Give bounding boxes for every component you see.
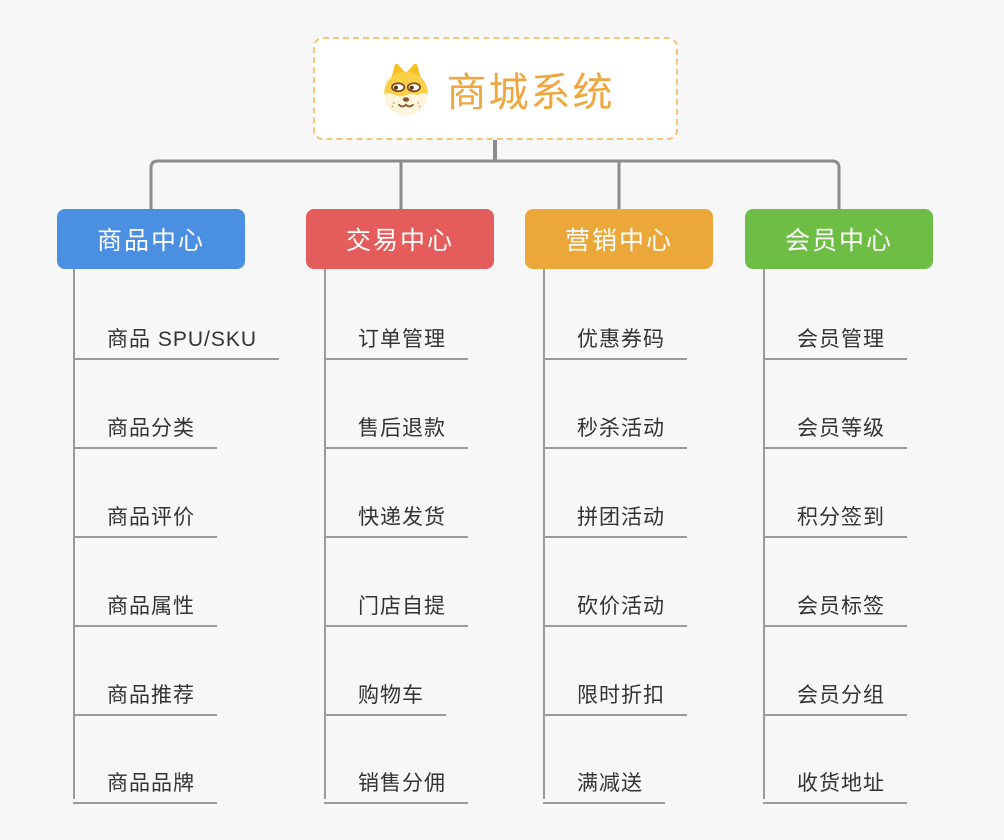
leaf-node[interactable]: 限时折扣	[543, 665, 687, 716]
leaf-node[interactable]: 拼团活动	[543, 487, 687, 538]
leaf-node[interactable]: 门店自提	[324, 576, 468, 627]
leaf-node[interactable]: 商品推荐	[73, 665, 217, 716]
leaf-node[interactable]: 商品分类	[73, 398, 217, 449]
leaf-node[interactable]: 满减送	[543, 753, 665, 804]
leaf-node[interactable]: 会员管理	[763, 309, 907, 360]
branch-node-trade-center[interactable]: 交易中心	[306, 209, 494, 269]
leaf-node[interactable]: 商品属性	[73, 576, 217, 627]
root-node-title: 商城系统	[446, 70, 615, 115]
leaf-node[interactable]: 秒杀活动	[543, 398, 687, 449]
leaf-node[interactable]: 购物车	[324, 665, 446, 716]
leaf-node[interactable]: 商品评价	[73, 487, 217, 538]
branch-node-member-center[interactable]: 会员中心	[745, 209, 933, 269]
branch-trunk-line	[543, 269, 545, 799]
leaf-node[interactable]: 会员标签	[763, 576, 907, 627]
leaf-node[interactable]: 积分签到	[763, 487, 907, 538]
branch-trunk-line	[324, 269, 326, 799]
root-node-mall-system[interactable]: 商城系统	[313, 37, 678, 140]
leaf-node[interactable]: 会员等级	[763, 398, 907, 449]
leaf-node[interactable]: 优惠券码	[543, 309, 687, 360]
leaf-node[interactable]: 售后退款	[324, 398, 468, 449]
leaf-node[interactable]: 会员分组	[763, 665, 907, 716]
shiba-dog-icon	[383, 63, 428, 115]
leaf-node[interactable]: 商品 SPU/SKU	[73, 309, 280, 360]
leaf-node[interactable]: 销售分佣	[324, 753, 468, 804]
leaf-node[interactable]: 订单管理	[324, 309, 468, 360]
branch-node-product-center[interactable]: 商品中心	[57, 209, 245, 269]
branch-trunk-line	[73, 269, 75, 799]
leaf-node[interactable]: 收货地址	[763, 753, 907, 804]
leaf-node[interactable]: 商品品牌	[73, 753, 217, 804]
branch-node-marketing-center[interactable]: 营销中心	[525, 209, 713, 269]
leaf-node[interactable]: 砍价活动	[543, 576, 687, 627]
branch-trunk-line	[763, 269, 765, 799]
leaf-node[interactable]: 快递发货	[324, 487, 468, 538]
